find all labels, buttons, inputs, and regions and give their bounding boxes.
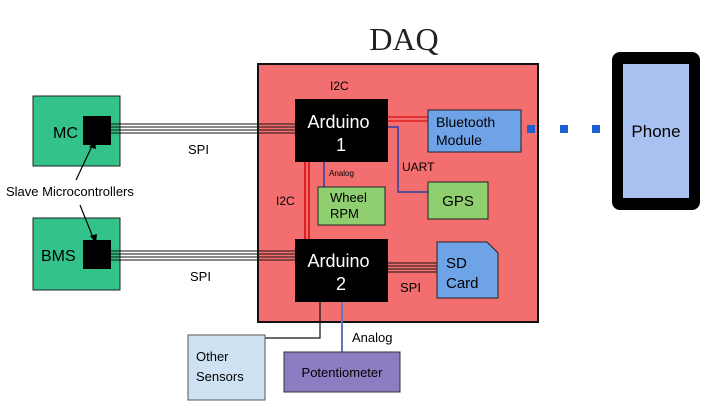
- analog-label-small: Analog: [329, 169, 354, 178]
- spi-bus-mc: [111, 123, 295, 134]
- sd-card-block: [436, 241, 499, 299]
- bluetooth-module-block: [427, 109, 522, 153]
- arduino-1-line1: Arduino: [307, 112, 369, 132]
- arrow-to-bms-chip: [79, 204, 95, 241]
- bluetooth-line2: Module: [436, 132, 482, 148]
- wireless-link-dots: [527, 125, 600, 133]
- gps-label: GPS: [442, 193, 474, 210]
- arduino-1-line2: 1: [336, 135, 346, 155]
- arduino-2-line2: 2: [336, 274, 346, 294]
- arduino-2-block: [295, 239, 388, 302]
- wheel-rpm-line2: RPM: [330, 206, 359, 221]
- sd-card-line1: SD: [446, 255, 467, 272]
- diagram-title: DAQ: [369, 21, 438, 57]
- sd-card-line2: Card: [446, 275, 479, 292]
- wheel-rpm-block: [317, 186, 386, 226]
- spi-label-sd: SPI: [400, 280, 421, 295]
- wheel-rpm-line1: Wheel: [330, 190, 367, 205]
- i2c-label-side: I2C: [276, 194, 295, 208]
- bms-label: BMS: [41, 248, 76, 265]
- uart-line-gps: [388, 126, 428, 193]
- other-sensors-line1: Other: [196, 349, 229, 364]
- spi-bus-bms: [111, 250, 295, 261]
- arrow-head-mc: [89, 141, 96, 149]
- potentiometer-block: [283, 351, 401, 393]
- arduino-1-block: [295, 99, 388, 162]
- arrow-head-bms: [90, 234, 97, 243]
- arduino-2-line1: Arduino: [307, 251, 369, 271]
- spi-bus-sd: [388, 262, 437, 273]
- arduino-1-label: Arduino 1: [307, 112, 374, 155]
- arduino-2-label: Arduino 2: [307, 251, 374, 294]
- slave-microcontrollers-label: Slave Microcontrollers: [6, 184, 134, 199]
- sd-card-label: SD Card: [446, 255, 479, 292]
- mc-chip: [83, 116, 111, 145]
- other-sensors-line2: Sensors: [196, 369, 244, 384]
- other-sensors-line: [265, 302, 321, 339]
- bms-chip: [83, 240, 111, 269]
- other-sensors-block: [187, 334, 266, 401]
- wheel-rpm-label: Wheel RPM: [330, 190, 370, 221]
- spi-label-mc: SPI: [188, 142, 209, 157]
- other-sensors-label: Other Sensors: [196, 349, 244, 384]
- uart-label: UART: [402, 160, 435, 174]
- phone-label: Phone: [631, 122, 680, 141]
- i2c-label-top: I2C: [330, 79, 349, 93]
- uart-bus-bluetooth: [388, 116, 428, 122]
- gps-block: [427, 181, 489, 220]
- bluetooth-module-label: Bluetooth Module: [436, 114, 499, 148]
- arrow-to-mc-chip: [75, 143, 94, 181]
- phone-screen: [623, 64, 689, 198]
- potentiometer-label: Potentiometer: [302, 365, 384, 380]
- bluetooth-line1: Bluetooth: [436, 114, 495, 130]
- spi-label-bms: SPI: [190, 269, 211, 284]
- analog-label-pot: Analog: [352, 330, 392, 345]
- mc-label: MC: [53, 125, 78, 142]
